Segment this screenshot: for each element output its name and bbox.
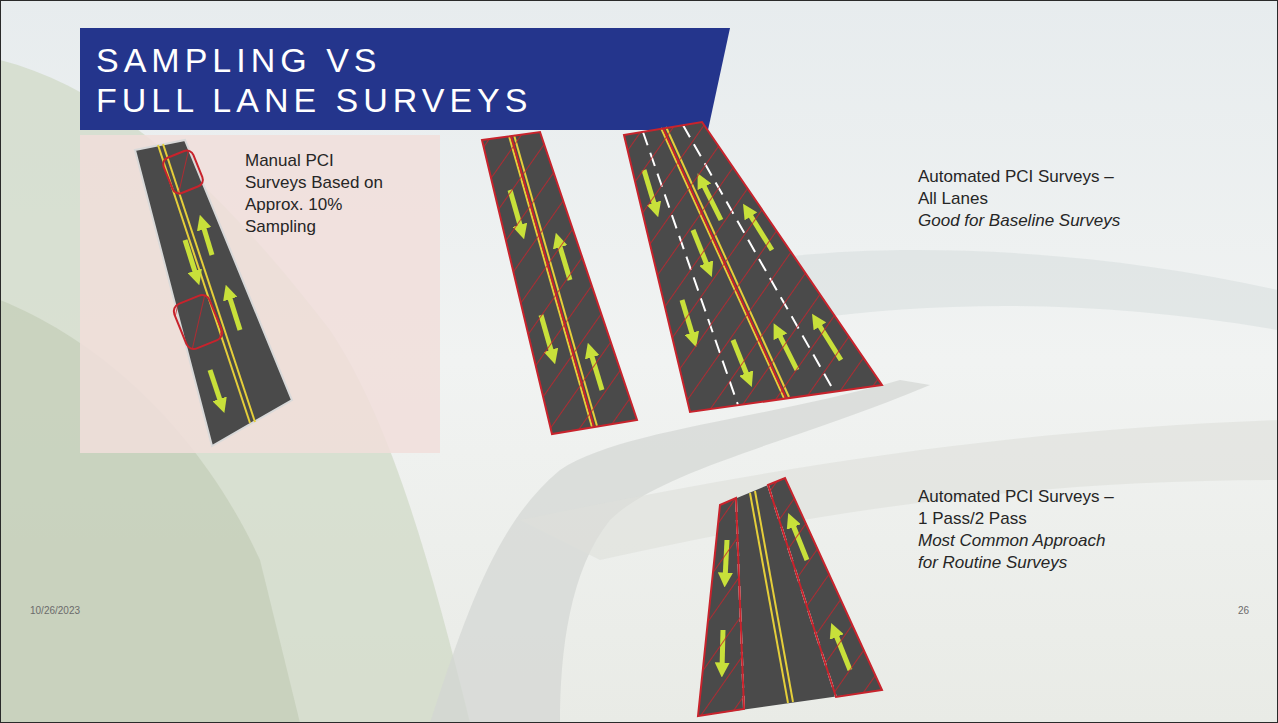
slide-date: 10/26/2023 — [30, 604, 80, 618]
survey-note: Most Common Approach for Routine Surveys — [918, 530, 1123, 574]
survey-note: Good for Baseline Surveys — [918, 210, 1178, 232]
title-spacer — [436, 40, 656, 80]
survey-type-label: Automated PCI Surveys – 1 Pass/2 Pass — [918, 486, 1123, 530]
slide-title: SAMPLING VS FULL LANE SURVEYS — [96, 40, 656, 120]
manual-survey-panel: Manual PCI Surveys Based on Approx. 10% … — [80, 135, 440, 453]
panel-text: Manual PCI Surveys Based on Approx. 10% … — [245, 150, 395, 238]
survey-type-label: Automated PCI Surveys – All Lanes — [918, 166, 1123, 210]
slide-number: 26 — [1238, 604, 1249, 618]
